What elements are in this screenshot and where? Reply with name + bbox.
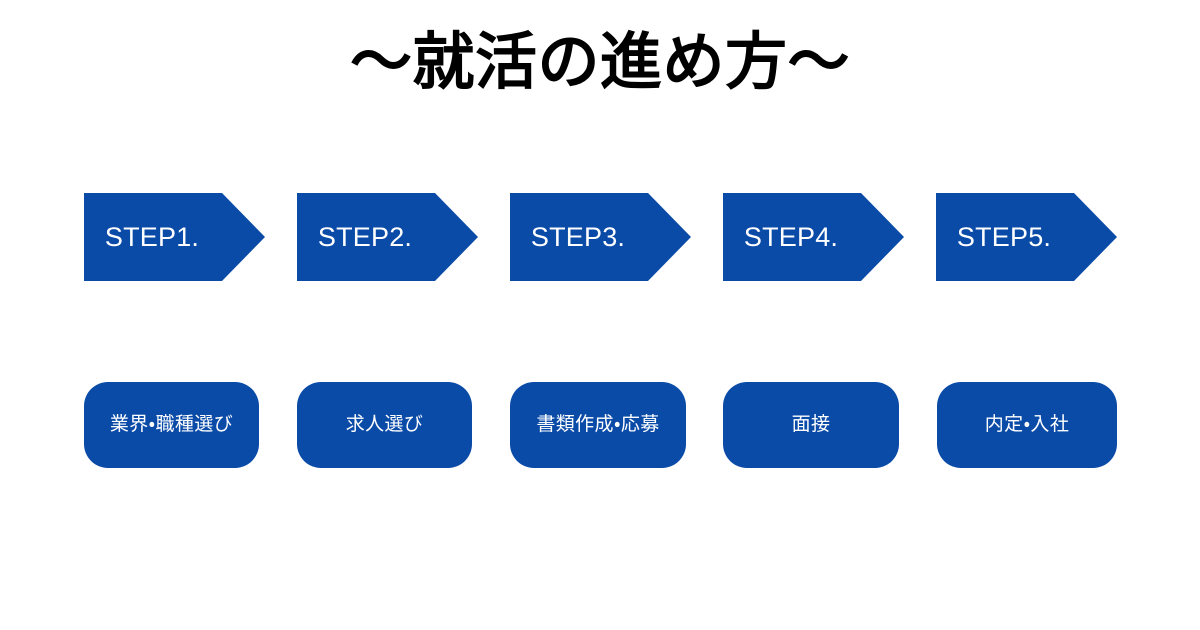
step-task-box-3: 書類作成・応募 bbox=[510, 382, 686, 468]
page-title: 〜就活の進め方〜 bbox=[349, 28, 850, 97]
step-task-label-4: 面接 bbox=[791, 414, 831, 435]
step-task-label-5: 内定・入社 bbox=[984, 414, 1070, 435]
step-task-box-2: 求人選び bbox=[297, 382, 472, 468]
step-task-row: 業界・職種選び 求人選び 書類作成・応募 面接 内定・入社 bbox=[0, 382, 1200, 468]
step-arrow-label-4: STEP4. bbox=[743, 221, 839, 252]
step-arrow-3: STEP3. bbox=[510, 193, 691, 281]
step-arrow-label-5: STEP5. bbox=[956, 221, 1052, 252]
step-arrow-row: STEP1. STEP2. STEP3. STEP4. STEP5. bbox=[0, 193, 1200, 281]
step-task-label-1: 業界・職種選び bbox=[109, 414, 234, 435]
step-task-label-3: 書類作成・応募 bbox=[536, 414, 660, 435]
step-arrow-5: STEP5. bbox=[936, 193, 1117, 281]
step-arrow-1: STEP1. bbox=[84, 193, 265, 281]
step-arrow-label-2: STEP2. bbox=[317, 221, 413, 252]
step-arrow-label-1: STEP1. bbox=[104, 221, 200, 252]
step-task-label-2: 求人選び bbox=[345, 414, 424, 435]
step-task-box-1: 業界・職種選び bbox=[84, 382, 259, 468]
step-arrow-label-3: STEP3. bbox=[530, 221, 626, 252]
step-task-box-5: 内定・入社 bbox=[937, 382, 1117, 468]
step-arrow-4: STEP4. bbox=[723, 193, 904, 281]
step-task-box-4: 面接 bbox=[723, 382, 899, 468]
step-arrow-2: STEP2. bbox=[297, 193, 478, 281]
